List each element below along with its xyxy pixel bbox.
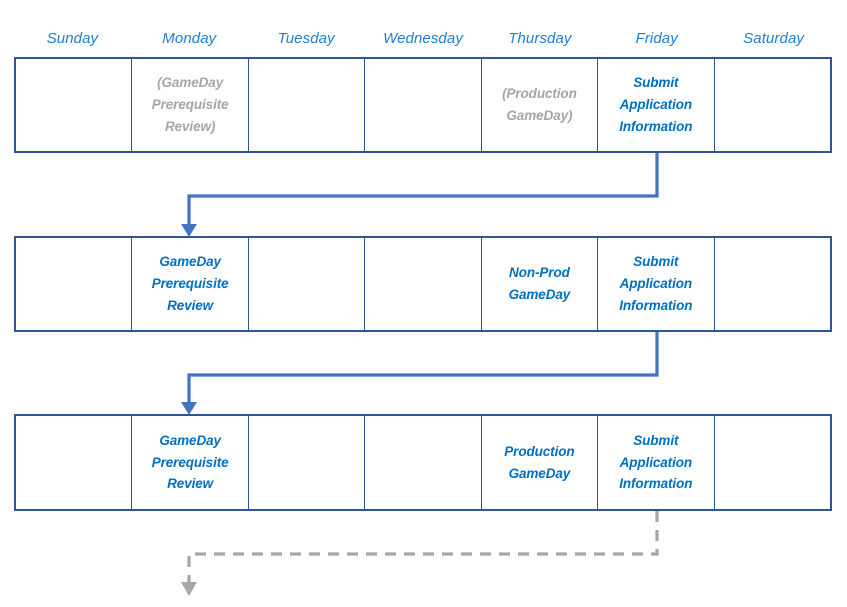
week3-friday-label: Submit Application Information bbox=[619, 432, 693, 492]
week2-cell-tuesday bbox=[249, 238, 366, 330]
connector-week3-to-next bbox=[181, 511, 659, 596]
week1-thursday-label: (Production GameDay) bbox=[502, 86, 577, 123]
week2-cell-monday: GameDay Prerequisite Review bbox=[132, 238, 249, 330]
week1-monday-label: (GameDay Prerequisite Review) bbox=[151, 75, 229, 134]
weekday-header-friday: Friday bbox=[635, 30, 678, 47]
week3-cell-friday: Submit Application Information bbox=[598, 416, 715, 509]
week2-cell-thursday: Non-Prod GameDay bbox=[482, 238, 599, 330]
weekday-header-saturday: Saturday bbox=[743, 30, 804, 47]
week2-friday-label: Submit Application Information bbox=[619, 254, 693, 313]
week1-cell-friday: Submit Application Information bbox=[598, 59, 715, 151]
week2-cell-saturday bbox=[715, 238, 830, 330]
week2-monday-label: GameDay Prerequisite Review bbox=[151, 254, 229, 313]
week1-cell-tuesday bbox=[249, 59, 366, 151]
week3-cell-wednesday bbox=[365, 416, 482, 509]
weekday-header-sunday: Sunday bbox=[46, 30, 99, 47]
week3-cell-thursday: Production GameDay bbox=[482, 416, 599, 509]
week3-cell-monday: GameDay Prerequisite Review bbox=[132, 416, 249, 509]
week-row-2: GameDay Prerequisite Review Non-Prod Gam… bbox=[14, 236, 832, 332]
week3-cell-tuesday bbox=[249, 416, 366, 509]
week3-cell-saturday bbox=[715, 416, 830, 509]
week1-friday-label: Submit Application Information bbox=[619, 75, 693, 134]
week2-thursday-label: Non-Prod GameDay bbox=[508, 265, 571, 302]
arrowhead-icon bbox=[181, 582, 197, 596]
week3-cell-sunday bbox=[16, 416, 133, 509]
week1-cell-monday: (GameDay Prerequisite Review) bbox=[132, 59, 249, 151]
week2-cell-wednesday bbox=[365, 238, 482, 330]
weekday-header-row: Sunday Monday Tuesday Wednesday Thursday… bbox=[14, 26, 832, 52]
week1-cell-sunday bbox=[16, 59, 133, 151]
week1-cell-thursday: (Production GameDay) bbox=[482, 59, 599, 151]
week3-monday-label: GameDay Prerequisite Review bbox=[151, 432, 229, 492]
week2-cell-sunday bbox=[16, 238, 133, 330]
week2-cell-friday: Submit Application Information bbox=[598, 238, 715, 330]
weekday-header-monday: Monday bbox=[162, 30, 217, 47]
weekday-header-thursday: Thursday bbox=[508, 30, 572, 47]
connector-week1-to-week2 bbox=[181, 153, 659, 237]
week-row-1: (GameDay Prerequisite Review) (Productio… bbox=[14, 57, 832, 153]
weekday-header-wednesday: Wednesday bbox=[383, 30, 463, 47]
week1-cell-wednesday bbox=[365, 59, 482, 151]
weekday-header-tuesday: Tuesday bbox=[277, 30, 335, 47]
week3-thursday-label: Production GameDay bbox=[504, 443, 575, 481]
connector-week2-to-week3 bbox=[181, 332, 659, 415]
week1-cell-saturday bbox=[715, 59, 830, 151]
week-row-3: GameDay Prerequisite Review Production G… bbox=[14, 414, 832, 511]
